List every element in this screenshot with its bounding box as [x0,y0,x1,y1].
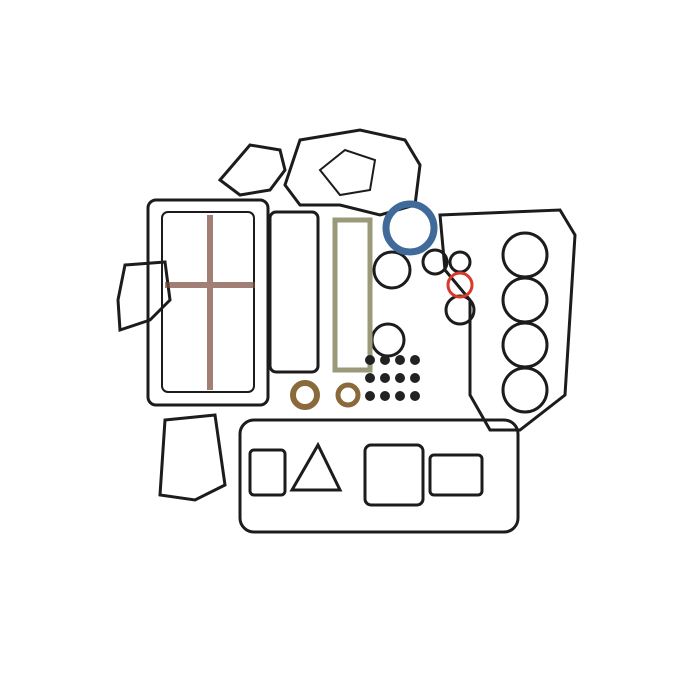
manifold-gasket [332,217,373,373]
oil-pan-gasket [238,418,520,534]
turbo-gasket [428,453,484,497]
flange-gasket [289,441,343,492]
cylinder-head-gasket [438,208,577,432]
timing-cover-gasket [283,128,422,217]
valve-cover-gasket [146,198,270,407]
small-top-gasket [217,143,287,197]
left-small-gasket [116,260,172,333]
strip-gasket [268,210,320,374]
oil-cooler-gasket [158,413,227,502]
crankshaft-seal [382,200,438,256]
valve-stem-seals [365,355,420,401]
